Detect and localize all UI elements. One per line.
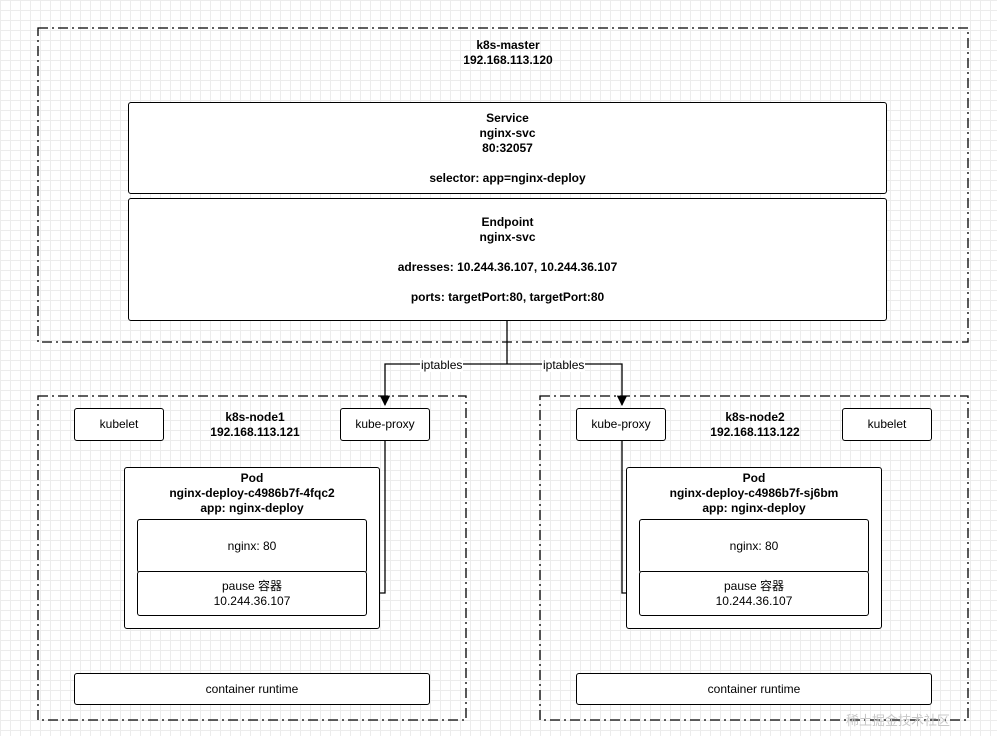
node1-kubelet-box[interactable]: kubelet — [74, 408, 164, 441]
service-box[interactable]: Service nginx-svc 80:32057 selector: app… — [128, 102, 887, 194]
node2-runtime-box[interactable]: container runtime — [576, 673, 932, 705]
endpoint-ports: ports: targetPort:80, targetPort:80 — [410, 289, 605, 304]
node1-pod-label: app: nginx-deploy — [200, 501, 304, 515]
endpoint-title: Endpoint — [481, 214, 534, 229]
node2-kubelet-label: kubelet — [867, 417, 907, 431]
node1-nginx-container[interactable]: nginx: 80 — [137, 519, 367, 573]
node2-nginx-container[interactable]: nginx: 80 — [639, 519, 869, 573]
node2-pod-title: Pod — [742, 471, 766, 485]
node1-pause-ip: 10.244.36.107 — [213, 593, 291, 608]
node2-pause-label: pause 容器 — [723, 578, 785, 593]
node1-pause-container[interactable]: pause 容器 10.244.36.107 — [137, 571, 367, 616]
node2-pod-label: app: nginx-deploy — [702, 501, 806, 515]
service-selector: selector: app=nginx-deploy — [429, 170, 586, 185]
node2-ip: 192.168.113.122 — [710, 425, 800, 439]
node2-name: k8s-node2 — [725, 410, 785, 424]
node2-kube-proxy-label: kube-proxy — [591, 417, 651, 431]
node2-pause-container[interactable]: pause 容器 10.244.36.107 — [639, 571, 869, 616]
endpoint-addresses: adresses: 10.244.36.107, 10.244.36.107 — [397, 259, 618, 274]
node2-runtime-label: container runtime — [707, 681, 801, 696]
node2-nginx-label: nginx: 80 — [729, 538, 779, 553]
master-ip: 192.168.113.120 — [463, 53, 553, 67]
node2-pause-ip: 10.244.36.107 — [715, 593, 793, 608]
service-port: 80:32057 — [482, 140, 533, 155]
endpoint-name: nginx-svc — [479, 229, 536, 244]
node2-kube-proxy-box[interactable]: kube-proxy — [576, 408, 666, 441]
service-name: nginx-svc — [479, 125, 536, 140]
master-name: k8s-master — [476, 38, 540, 52]
iptables-label-right: iptables — [542, 358, 586, 372]
iptables-label-left: iptables — [420, 358, 464, 372]
node1-kubelet-label: kubelet — [99, 417, 139, 431]
node1-pod-title: Pod — [240, 471, 264, 485]
node1-runtime-label: container runtime — [205, 681, 299, 696]
watermark: 稀土掘金技术社区 — [846, 713, 951, 728]
node1-pod-name: nginx-deploy-c4986b7f-4fqc2 — [169, 486, 335, 500]
node1-nginx-label: nginx: 80 — [227, 538, 277, 553]
node1-name: k8s-node1 — [225, 410, 285, 424]
endpoint-box[interactable]: Endpoint nginx-svc adresses: 10.244.36.1… — [128, 198, 887, 321]
node2-kubelet-box[interactable]: kubelet — [842, 408, 932, 441]
node1-pause-label: pause 容器 — [221, 578, 283, 593]
node2-pod-name: nginx-deploy-c4986b7f-sj6bm — [669, 486, 839, 500]
node1-kube-proxy-label: kube-proxy — [355, 417, 415, 431]
service-title: Service — [486, 110, 529, 125]
node1-runtime-box[interactable]: container runtime — [74, 673, 430, 705]
node1-ip: 192.168.113.121 — [210, 425, 300, 439]
node1-kube-proxy-box[interactable]: kube-proxy — [340, 408, 430, 441]
